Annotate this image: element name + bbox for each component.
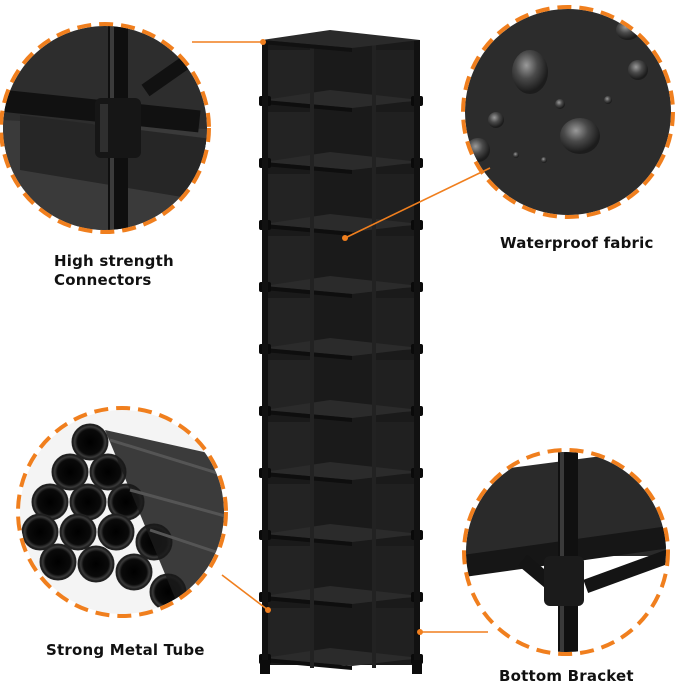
rack-shelf-edge: [264, 224, 352, 236]
rack-side-panel-left: [266, 484, 312, 536]
stacked-metal-tubes-icon: [20, 410, 224, 614]
rack-shelf: [264, 586, 420, 604]
rack-shelf-edge: [264, 472, 352, 484]
rack-side-panel-left: [266, 422, 312, 474]
rack-side-panel-right: [374, 360, 418, 412]
water-droplets-fabric-icon: [465, 9, 671, 215]
rack-side-panel-left: [266, 174, 312, 226]
connectors-detail-circle: [0, 22, 211, 234]
bracket-label: Bottom Bracket: [499, 667, 634, 685]
rack-shelf-edge: [264, 348, 352, 360]
rack-tiers: [259, 50, 423, 670]
rack-side-panel-right: [374, 422, 418, 474]
connectors-label: High strength Connectors: [54, 252, 174, 290]
rack-shelf: [264, 648, 420, 666]
rack-side-panel-right: [374, 236, 418, 288]
rack-side-panel-right: [374, 50, 418, 102]
rack-shelf: [264, 152, 420, 170]
rack-shelf-edge: [264, 100, 352, 112]
rack-side-panel-right: [374, 174, 418, 226]
rack-shelf: [264, 524, 420, 542]
bracket-detail-circle: [462, 448, 670, 656]
rack-side-panel-right: [374, 546, 418, 598]
fabric-label: Waterproof fabric: [500, 234, 654, 252]
rack-shelf: [264, 214, 420, 232]
rack-shelf-edge: [264, 286, 352, 298]
bottom-bracket-closeup-icon: [466, 452, 666, 652]
rack-side-panel-right: [374, 608, 418, 660]
rack-side-panel-left: [266, 112, 312, 164]
tube-detail-circle: [16, 406, 228, 618]
connectors-label-line2: Connectors: [54, 271, 152, 289]
rack-shelf: [264, 338, 420, 356]
rack-side-panel-left: [266, 50, 312, 102]
rack-side-panel-left: [266, 608, 312, 660]
rack-side-panel-right: [374, 112, 418, 164]
rack-side-panel-left: [266, 236, 312, 288]
rack-shelf-edge: [264, 534, 352, 546]
rack-shelf: [264, 90, 420, 108]
connectors-label-line1: High strength: [54, 252, 174, 270]
rack-shelf: [264, 276, 420, 294]
rack-side-panel-left: [266, 298, 312, 350]
rack-shelf: [264, 462, 420, 480]
rack-side-panel-right: [374, 484, 418, 536]
fabric-detail-circle: [461, 5, 675, 219]
rack-side-panel-left: [266, 360, 312, 412]
rack-shelf-edge: [264, 410, 352, 422]
rack-shelf-edge: [264, 162, 352, 174]
tube-label: Strong Metal Tube: [46, 641, 205, 659]
rack-shelf-edge: [264, 596, 352, 608]
rack-shelf-edge: [264, 658, 352, 670]
rack-side-panel-left: [266, 546, 312, 598]
rack-shelf: [264, 400, 420, 418]
rack-side-panel-right: [374, 298, 418, 350]
